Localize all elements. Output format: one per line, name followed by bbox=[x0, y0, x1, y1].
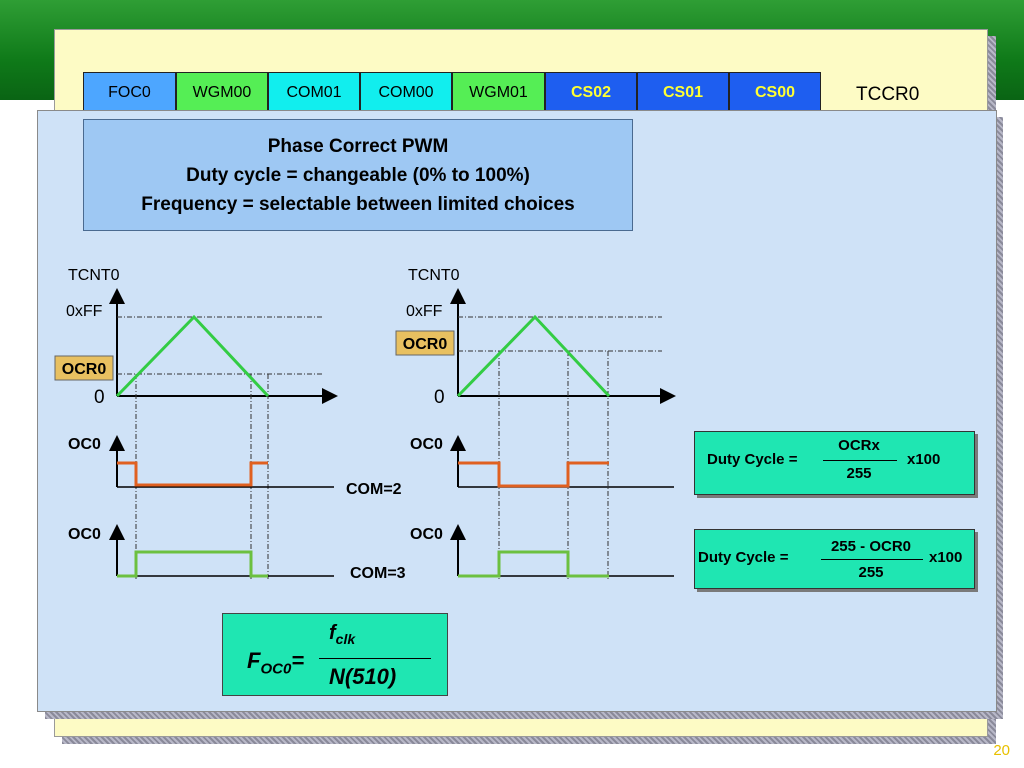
duty-denominator-1: 255 bbox=[846, 465, 872, 482]
right-oc-wave-com3 bbox=[458, 550, 609, 578]
left-counter-triangle bbox=[115, 314, 270, 398]
freq-numerator: fclk bbox=[329, 622, 355, 647]
register-name: TCCR0 bbox=[856, 84, 920, 105]
left-max-label: 0xFF bbox=[66, 303, 103, 320]
right-oc-wave-com2 bbox=[458, 461, 609, 488]
left-zero-label: 0 bbox=[94, 387, 105, 408]
duty-cycle-label-2: Duty Cycle = bbox=[698, 549, 789, 566]
duty-multiplier-1: x100 bbox=[907, 451, 941, 468]
right-timing-diagram: TCNT0 0xFF OCR0 0 OC0 OC0 bbox=[395, 267, 676, 580]
freq-lhs-symbol: F bbox=[247, 648, 261, 673]
duty-numerator-2: 255 - OCR0 bbox=[830, 538, 912, 555]
fraction-bar bbox=[319, 658, 431, 659]
register-bit: CS02 bbox=[545, 72, 637, 114]
left-oc-label-1: OC0 bbox=[68, 436, 101, 453]
freq-lhs-subscript: OC0 bbox=[260, 660, 292, 678]
duty-cycle-label-1: Duty Cycle = bbox=[707, 451, 798, 468]
page-number: 20 bbox=[993, 742, 1010, 759]
freq-numerator-symbol: f bbox=[329, 622, 336, 644]
right-counter-triangle bbox=[456, 314, 611, 398]
register-bit: COM00 bbox=[360, 72, 452, 114]
duty-multiplier-2: x100 bbox=[929, 549, 963, 566]
right-max-label: 0xFF bbox=[406, 303, 443, 320]
freq-denominator: N(510) bbox=[329, 664, 397, 689]
right-ocr-label: OCR0 bbox=[403, 336, 448, 353]
right-zero-label: 0 bbox=[434, 387, 445, 408]
left-oc-wave-com2 bbox=[117, 461, 268, 487]
right-oc-label-2: OC0 bbox=[410, 526, 443, 543]
left-tcnt-label: TCNT0 bbox=[68, 267, 120, 284]
duty-denominator-2: 255 bbox=[858, 564, 884, 581]
register-bit: COM01 bbox=[268, 72, 360, 114]
com3-label: COM=3 bbox=[350, 565, 406, 582]
duty-cycle-description: Duty cycle = changeable (0% to 100%) bbox=[186, 164, 530, 186]
register-bit: FOC0 bbox=[83, 72, 176, 114]
pwm-title: Phase Correct PWM bbox=[267, 135, 449, 157]
right-ocr-tag bbox=[395, 330, 455, 356]
right-tcnt-label: TCNT0 bbox=[408, 267, 460, 284]
freq-equals: = bbox=[291, 648, 305, 673]
register-bit: WGM00 bbox=[176, 72, 268, 114]
frequency-description: Frequency = selectable between limited c… bbox=[141, 193, 575, 215]
duty-cycle-formula-box-1: Duty Cycle = OCRx 255 x100 bbox=[694, 431, 975, 495]
com2-label: COM=2 bbox=[346, 481, 402, 498]
fraction-bar bbox=[823, 460, 897, 461]
left-ocr-tag bbox=[54, 355, 114, 381]
duty-numerator-1: OCRx bbox=[838, 437, 880, 454]
fraction-bar bbox=[821, 559, 923, 560]
left-oc-wave-com3 bbox=[117, 550, 268, 578]
left-oc-label-2: OC0 bbox=[68, 526, 101, 543]
pwm-title-box: Phase Correct PWM Duty cycle = changeabl… bbox=[83, 119, 633, 231]
register-bit: CS00 bbox=[729, 72, 821, 114]
register-bits-row: FOC0 WGM00 COM01 COM00 WGM01 CS02 CS01 C… bbox=[83, 72, 821, 114]
right-oc-label-1: OC0 bbox=[410, 436, 443, 453]
frequency-formula-box: FOC0= fclk N(510) bbox=[222, 613, 448, 696]
freq-numerator-subscript: clk bbox=[335, 631, 356, 647]
register-bit: WGM01 bbox=[452, 72, 545, 114]
register-bit: CS01 bbox=[637, 72, 729, 114]
freq-lhs: FOC0= bbox=[247, 648, 304, 677]
left-ocr-label: OCR0 bbox=[62, 361, 107, 378]
left-timing-diagram: TCNT0 0xFF OCR0 0 OC0 OC0 COM=2 COM=3 bbox=[54, 267, 406, 582]
duty-cycle-formula-box-2: Duty Cycle = 255 - OCR0 255 x100 bbox=[694, 529, 975, 589]
